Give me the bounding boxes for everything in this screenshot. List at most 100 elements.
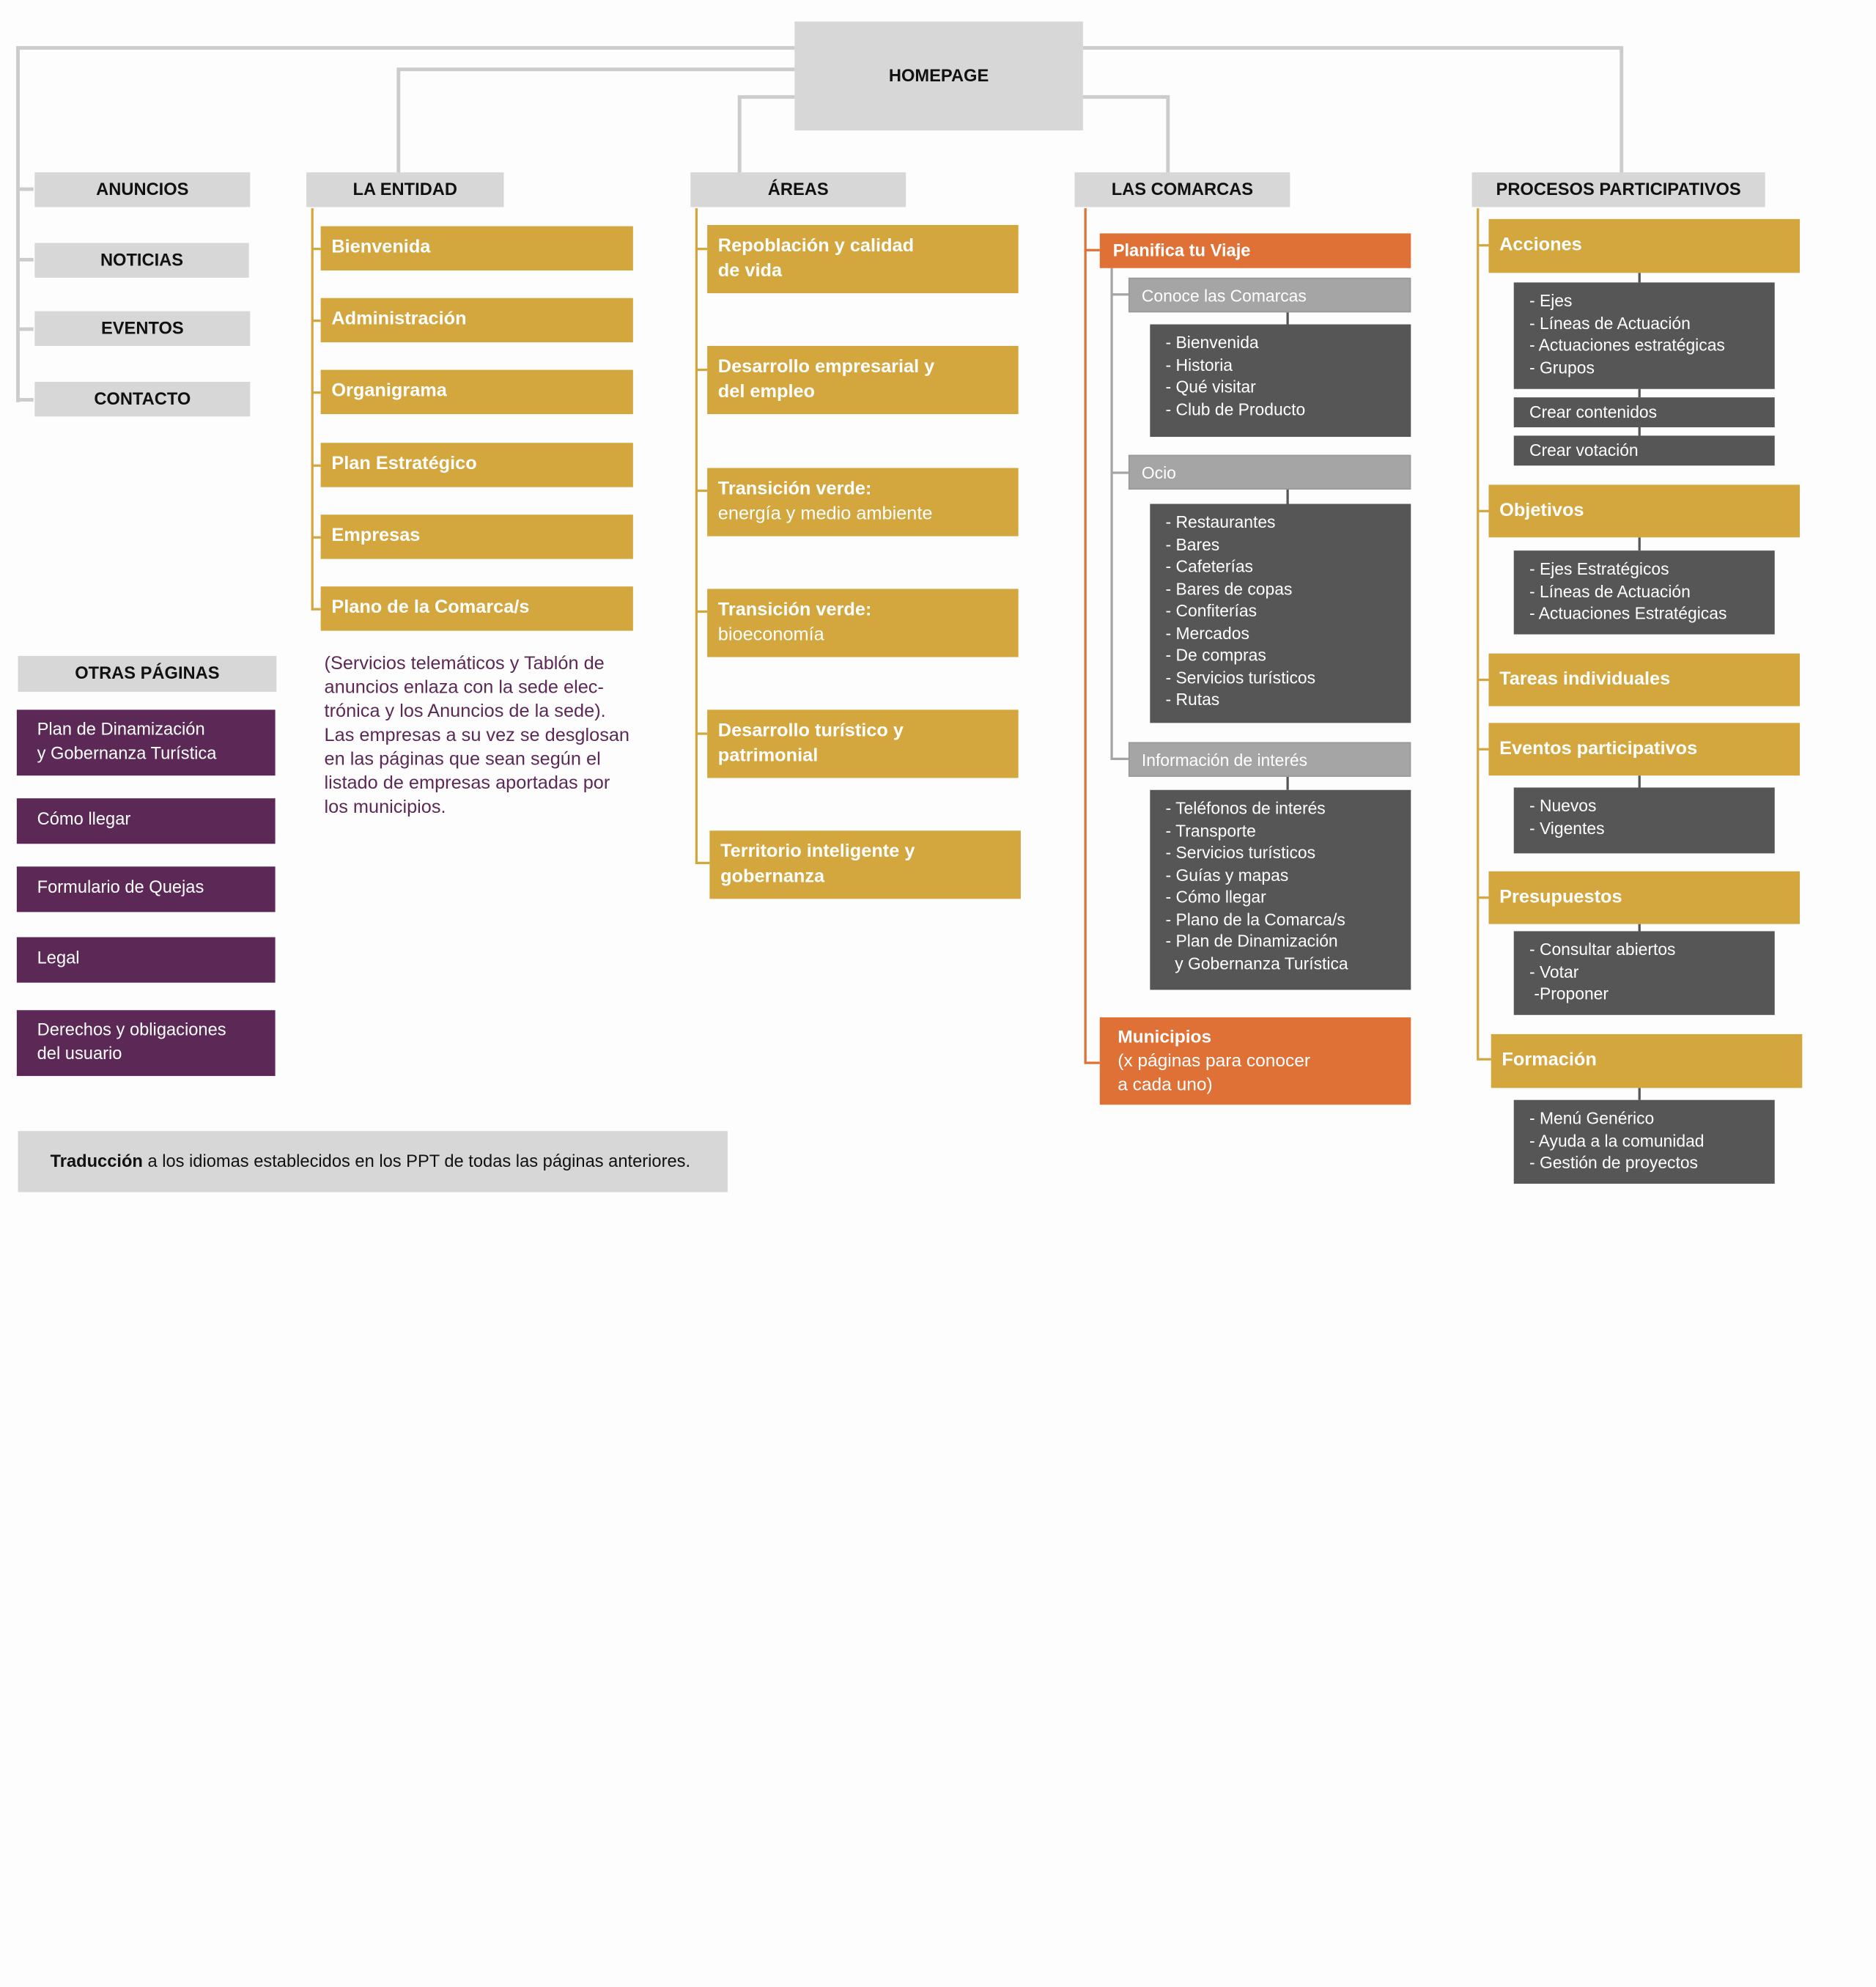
list-item: - Ejes Estratégicos	[1529, 559, 1669, 578]
traduccion-text: a los idiomas establecidos en los PPT de…	[147, 1151, 691, 1171]
crear-votacion-node: Crear votación	[1513, 435, 1775, 466]
ocio-node: Ocio	[1128, 454, 1411, 490]
la-entidad-label: LA ENTIDAD	[352, 180, 458, 199]
entidad-item: Empresas	[320, 515, 633, 559]
list-item: - Actuaciones Estratégicas	[1529, 603, 1727, 623]
area-subtitle: energía y medio ambiente	[717, 503, 933, 524]
area-item: Desarrollo turístico y patrimonial	[707, 709, 1019, 778]
entidad-item: Bienvenida	[320, 226, 633, 271]
list-item: - De compras	[1165, 645, 1266, 665]
eventos-node: EVENTOS	[34, 311, 251, 346]
informacion-list: - Teléfonos de interés - Transporte - Se…	[1150, 789, 1411, 990]
entidad-note: (Servicios telemáticos y Tablón de anunc…	[325, 652, 648, 820]
entidad-item-label: Bienvenida	[331, 237, 431, 258]
otras-item-label: Cómo llegar	[37, 810, 131, 830]
list-item: - Transporte	[1165, 820, 1256, 840]
otras-paginas-node: OTRAS PÁGINAS	[18, 655, 277, 692]
list-item: - Confiterías	[1165, 600, 1258, 620]
homepage-label: HOMEPAGE	[888, 66, 989, 86]
eventos-label: EVENTOS	[100, 319, 184, 339]
contacto-node: CONTACTO	[34, 381, 251, 417]
otras-item-label: Derechos y obligaciones	[37, 1020, 226, 1040]
entidad-item: Organigrama	[320, 369, 633, 415]
areas-node: ÁREAS	[690, 172, 906, 207]
anuncios-node: ANUNCIOS	[34, 172, 251, 207]
info-label: Información de interés	[1141, 750, 1308, 770]
connector-lines	[16, 45, 1641, 1100]
list-item: - Cafeterías	[1165, 556, 1253, 576]
area-title: Territorio inteligente y	[720, 841, 915, 863]
area-title: patrimonial	[717, 745, 819, 766]
entidad-item-label: Plan Estratégico	[331, 454, 477, 475]
list-item: - Ayuda a la comunidad	[1529, 1130, 1705, 1150]
noticias-node: NOTICIAS	[34, 243, 249, 278]
list-item: - Líneas de Actuación	[1529, 313, 1691, 333]
contacto-label: CONTACTO	[94, 389, 191, 409]
note-line: los municipios.	[324, 797, 446, 818]
presupuestos-node: Presupuestos	[1488, 871, 1801, 924]
presupuestos-list: - Consultar abiertos - Votar -Proponer	[1513, 931, 1775, 1015]
anuncios-label: ANUNCIOS	[96, 180, 189, 199]
list-item: - Historia	[1165, 355, 1233, 375]
entidad-item-label: Organigrama	[331, 380, 447, 402]
list-item: - Actuaciones estratégicas	[1529, 335, 1725, 355]
area-title: Transición verde:	[717, 600, 872, 621]
list-item: - Qué visitar	[1165, 377, 1256, 397]
list-item: - Mercados	[1165, 622, 1249, 643]
objetivos-label: Objetivos	[1499, 500, 1584, 521]
objetivos-list: - Ejes Estratégicos - Líneas de Actuació…	[1513, 550, 1775, 635]
areas-label: ÁREAS	[767, 180, 829, 199]
ocio-list: - Restaurantes - Bares - Cafeterías - Ba…	[1150, 504, 1411, 723]
list-item: - Líneas de Actuación	[1529, 580, 1691, 600]
otras-item: Legal	[16, 937, 276, 983]
area-title: Desarrollo turístico y	[717, 720, 904, 742]
list-item: - Menú Genérico	[1529, 1108, 1655, 1128]
list-item: - Bares de copas	[1165, 578, 1293, 598]
list-item: - Servicios turísticos	[1165, 667, 1316, 687]
informacion-interes-node: Información de interés	[1128, 742, 1411, 777]
formacion-label: Formación	[1502, 1050, 1597, 1071]
list-item: - Teléfonos de interés	[1165, 798, 1326, 818]
municipios-subtitle: (x páginas para conocer	[1118, 1050, 1311, 1071]
list-item: - Votar	[1529, 962, 1579, 981]
note-line: trónica y los Anuncios de la sede).	[324, 701, 606, 722]
list-item: - Plan de Dinamización	[1165, 931, 1338, 951]
objetivos-node: Objetivos	[1488, 484, 1801, 538]
list-item: y Gobernanza Turística	[1165, 953, 1348, 973]
acciones-label: Acciones	[1499, 235, 1582, 256]
noticias-label: NOTICIAS	[100, 251, 184, 270]
note-line: (Servicios telemáticos y Tablón de	[324, 653, 605, 674]
crear-votacion-label: Crear votación	[1529, 440, 1639, 460]
conoce-comarcas-node: Conoce las Comarcas	[1128, 277, 1411, 313]
procesos-participativos-node: PROCESOS PARTICIPATIVOS	[1471, 172, 1765, 207]
area-title: gobernanza	[720, 866, 825, 887]
note-line: Las empresas a su vez se desglosan	[324, 725, 630, 746]
otras-item-label: Legal	[37, 949, 80, 969]
otras-item-label: del usuario	[37, 1044, 122, 1063]
list-item: - Servicios turísticos	[1165, 842, 1316, 862]
list-item: - Ejes	[1529, 290, 1573, 310]
entidad-item: Plan Estratégico	[320, 443, 633, 487]
planifica-label: Planifica tu Viaje	[1112, 241, 1251, 261]
area-subtitle: bioeconomía	[717, 624, 824, 645]
tareas-individuales-node: Tareas individuales	[1488, 653, 1801, 707]
otras-item-label: y Gobernanza Turística	[37, 743, 217, 764]
conoce-label: Conoce las Comarcas	[1141, 285, 1307, 305]
area-item: Territorio inteligente y gobernanza	[709, 830, 1021, 899]
area-item: Transición verde: bioeconomía	[707, 589, 1019, 657]
tareas-label: Tareas individuales	[1499, 668, 1671, 690]
list-item: - Bares	[1165, 534, 1220, 554]
formacion-list: - Menú Genérico - Ayuda a la comunidad -…	[1513, 1099, 1775, 1184]
list-item: - Club de Producto	[1165, 399, 1306, 419]
area-title: Desarrollo empresarial y	[717, 357, 935, 377]
otras-item: Cómo llegar	[16, 798, 276, 844]
list-item: - Plano de la Comarca/s	[1165, 909, 1345, 929]
eventos-participativos-label: Eventos participativos	[1499, 738, 1698, 759]
presupuestos-label: Presupuestos	[1499, 886, 1622, 907]
entidad-item: Administración	[320, 298, 633, 343]
crear-contenidos-node: Crear contenidos	[1513, 397, 1775, 427]
area-title: Transición verde:	[717, 479, 872, 500]
entidad-item-label: Empresas	[331, 526, 421, 547]
